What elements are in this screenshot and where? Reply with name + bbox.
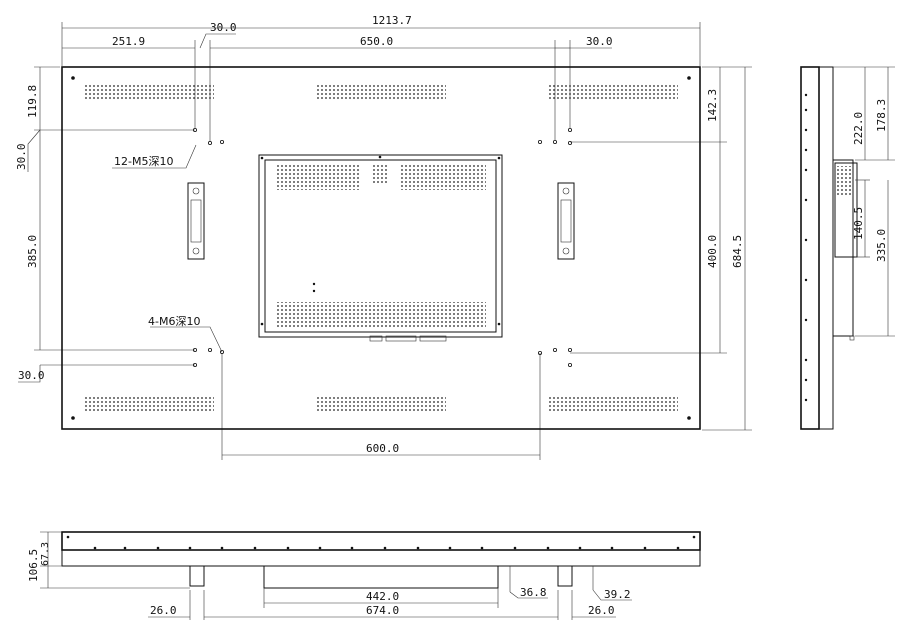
dim-left-gap: 30.0: [15, 144, 28, 171]
dim-overall-width: 1213.7: [372, 14, 412, 27]
note-m6: 4-M6深10: [148, 315, 200, 328]
dim-bottom-26-left: 26.0: [150, 604, 177, 617]
dim-top-gap: 30.0: [210, 21, 237, 34]
dim-left-offset: 251.9: [112, 35, 145, 48]
vent-bottom-right: [548, 396, 678, 412]
handle-right: [557, 182, 575, 260]
dim-overall-height: 684.5: [731, 235, 744, 268]
bottom-view: 106.5 67.3 442.0 36.8 39.2 674.0 26.0 26…: [27, 531, 701, 620]
dim-bottom-106: 106.5: [27, 549, 40, 582]
dim-bottom-gap: 30.0: [18, 369, 45, 382]
side-view: 222.0 178.3 140.5 335.0: [800, 66, 895, 430]
dim-bottom-26-right: 26.0: [588, 604, 615, 617]
dim-mount-width: 650.0: [360, 35, 393, 48]
dim-side-178: 178.3: [875, 99, 888, 132]
dim-bottom-39: 39.2: [604, 588, 631, 601]
dim-right-gap: 30.0: [586, 35, 613, 48]
vent-bottom-center: [316, 396, 446, 412]
vent-bottom-left: [84, 396, 214, 412]
dim-top-offset: 119.8: [26, 85, 39, 118]
vent-top-left: [84, 84, 214, 100]
dim-right-mount-height: 400.0: [706, 235, 719, 268]
dim-bottom-442: 442.0: [366, 590, 399, 603]
vent-top-center: [316, 84, 446, 100]
front-view: 1213.7 251.9 30.0 650.0 30.0 119.8 30.0 …: [15, 14, 752, 460]
dim-bottom-36: 36.8: [520, 586, 547, 599]
vent-top-right: [548, 84, 678, 100]
dim-side-140: 140.5: [852, 207, 865, 240]
dim-mount-height: 385.0: [26, 235, 39, 268]
handle-left: [187, 182, 205, 260]
dim-bottom-67: 67.3: [40, 542, 51, 566]
dim-right-top-offset: 142.3: [706, 89, 719, 122]
center-module: [258, 154, 503, 342]
dim-bottom-mount-width: 600.0: [366, 442, 399, 455]
dim-side-335: 335.0: [875, 229, 888, 262]
dim-side-222: 222.0: [852, 112, 865, 145]
note-m5: 12-M5深10: [114, 155, 173, 168]
dim-bottom-674: 674.0: [366, 604, 399, 617]
